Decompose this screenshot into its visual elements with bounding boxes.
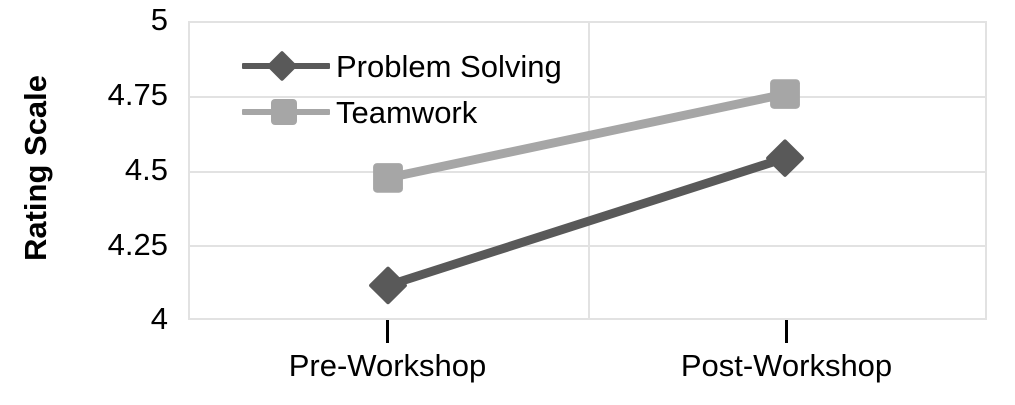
legend: Problem Solving Teamwork <box>242 43 562 135</box>
diamond-marker-icon <box>242 50 330 82</box>
y-tick-label-4.25: 4.25 <box>107 227 168 262</box>
y-tick-label-4.5: 4.5 <box>124 152 168 187</box>
problem-solving-marker-pre-workshop <box>369 266 407 305</box>
gridline-4.75 <box>190 96 985 98</box>
x-tick-mark-pre-workshop <box>386 320 389 343</box>
legend-item-teamwork[interactable]: Teamwork <box>242 89 562 135</box>
plot-area: Problem Solving Teamwork <box>188 21 987 320</box>
y-axis-tick-labels: 5 4.75 4.5 4.25 4 <box>48 0 168 405</box>
gridline-4.25 <box>190 245 985 247</box>
gridline-4.5 <box>190 171 985 173</box>
legend-label-teamwork: Teamwork <box>336 94 478 130</box>
y-tick-label-4.75: 4.75 <box>107 77 168 112</box>
problem-solving-line <box>386 153 787 290</box>
teamwork-line <box>387 89 786 183</box>
x-axis-label-pre-workshop: Pre-Workshop <box>288 348 487 383</box>
teamwork-marker-pre-workshop <box>373 163 403 193</box>
y-tick-label-5: 5 <box>150 2 168 37</box>
teamwork-marker-post-workshop <box>770 79 800 109</box>
y-tick-label-4: 4 <box>150 301 168 336</box>
legend-item-problem-solving[interactable]: Problem Solving <box>242 43 562 89</box>
legend-label-problem-solving: Problem Solving <box>336 48 562 84</box>
square-marker-icon <box>242 97 330 127</box>
x-tick-mark-post-workshop <box>785 320 788 343</box>
problem-solving-marker-post-workshop <box>766 139 804 177</box>
x-axis-label-post-workshop: Post-Workshop <box>680 348 893 383</box>
gridline-vertical-mid <box>588 23 590 318</box>
series-layer <box>369 79 804 305</box>
